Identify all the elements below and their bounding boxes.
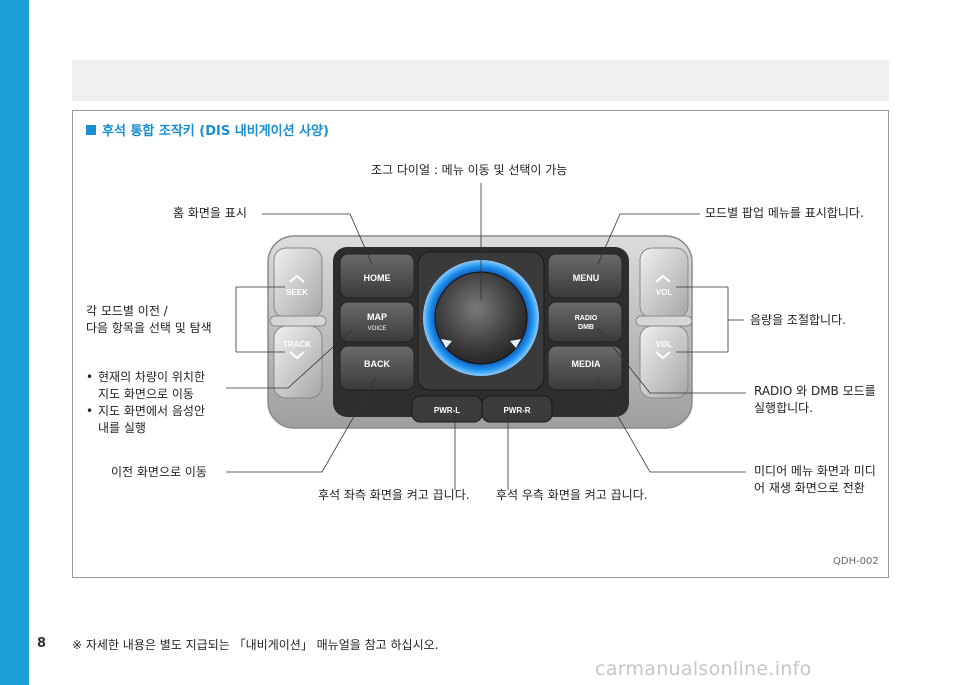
back-label: BACK [364, 359, 390, 369]
vol-desc-label: 음량을 조절합니다. [750, 313, 846, 327]
map-label: MAP [367, 312, 387, 322]
back-desc-label: 이전 화면으로 이동 [111, 465, 207, 479]
home-label: HOME [364, 273, 391, 283]
menu-desc-label: 모드별 팝업 메뉴를 표시합니다. [705, 206, 864, 220]
map-bullet-list: • 현재의 차량이 위치한 지도 화면으로 이동 • 지도 화면에서 음성안 내… [86, 369, 205, 437]
home-desc-label: 홈 화면을 표시 [173, 206, 247, 220]
left-divider [269, 315, 327, 327]
track-key [273, 325, 323, 399]
track-down-chevron-icon [289, 351, 305, 360]
section-title: 후석 통합 조작키 (DIS 내비게이션 사양) [86, 120, 329, 139]
home-key [339, 253, 415, 299]
radio-dmb-line2: 실행합니다. [754, 401, 814, 415]
list-item: • 지도 화면에서 음성안 내를 실행 [86, 403, 205, 437]
seek-track-line1: 각 모드별 이전 / [86, 304, 168, 318]
media-label: MEDIA [572, 359, 602, 369]
media-key [547, 345, 623, 391]
pwr-r-desc-label: 후석 우측 화면을 켜고 끕니다. [496, 488, 648, 502]
vol-down-key [639, 325, 689, 399]
menu-key [547, 253, 623, 299]
section-title-text: 후석 통합 조작키 (DIS 내비게이션 사양) [102, 124, 329, 139]
pwr-r-key [481, 395, 553, 423]
list-item: • 현재의 차량이 위치한 지도 화면으로 이동 [86, 369, 205, 403]
seek-track-desc-label: 각 모드별 이전 / 다음 항목을 선택 및 탐색 [86, 303, 212, 337]
page-number: 8 [37, 636, 47, 651]
media-line1: 미디어 메뉴 화면과 미디 [754, 464, 876, 478]
pwr-l-desc-label: 후석 좌측 화면을 켜고 끕니다. [318, 488, 470, 502]
bullet-dot: • [86, 404, 94, 418]
media-desc-label: 미디어 메뉴 화면과 미디 어 재생 화면으로 전환 [754, 463, 876, 497]
pwr-l-label: PWR-L [434, 406, 460, 415]
rotate-left-arrow [441, 339, 452, 348]
menu-label: MENU [573, 273, 600, 283]
footnote: ※ 자세한 내용은 별도 지급되는 「내비게이션」 매뉴얼을 참고 하십시오. [72, 638, 439, 652]
vol-up-key [639, 247, 689, 319]
vol-up-label: VOL [656, 288, 673, 297]
seek-key [273, 247, 323, 319]
square-bullet-icon [86, 124, 96, 135]
vol-down-chevron-icon [655, 351, 671, 360]
map-bullet-1-line1: 현재의 차량이 위치한 [98, 370, 205, 384]
back-key [339, 345, 415, 391]
pwr-r-label: PWR-R [503, 406, 530, 415]
seek-up-chevron-icon [289, 274, 305, 283]
radio-dmb-line1: RADIO 와 DMB 모드를 [754, 384, 876, 398]
map-bullet-1-line2: 지도 화면으로 이동 [98, 387, 194, 401]
vol-down-label: VOL [656, 340, 673, 349]
map-key [339, 301, 415, 343]
track-label: TRACK [283, 340, 311, 349]
radio-key [547, 301, 623, 343]
figure-code: QDH-002 [833, 556, 879, 567]
seek-track-line2: 다음 항목을 선택 및 탐색 [86, 321, 212, 335]
map-bullet-2-line1: 지도 화면에서 음성안 [98, 404, 205, 418]
seek-label: SEEK [286, 288, 308, 297]
dmb-label: DMB [578, 324, 594, 331]
bullet-dot: • [86, 370, 94, 384]
header-band [72, 60, 889, 101]
map-bullet-2-line2: 내를 실행 [98, 421, 146, 435]
watermark: carmanualsonline.info [595, 658, 812, 680]
media-line2: 어 재생 화면으로 전환 [754, 481, 865, 495]
vol-up-chevron-icon [655, 274, 671, 283]
jog-dial-label: 조그 다이얼 : 메뉴 이동 및 선택이 가능 [371, 163, 568, 177]
right-divider [635, 315, 693, 327]
side-color-bar [0, 0, 29, 685]
rotate-right-arrow [510, 339, 521, 348]
voice-label: VOICE [368, 326, 387, 332]
radio-dmb-desc-label: RADIO 와 DMB 모드를 실행합니다. [754, 383, 876, 417]
leader-lines [226, 183, 746, 490]
radio-label: RADIO [575, 315, 598, 322]
